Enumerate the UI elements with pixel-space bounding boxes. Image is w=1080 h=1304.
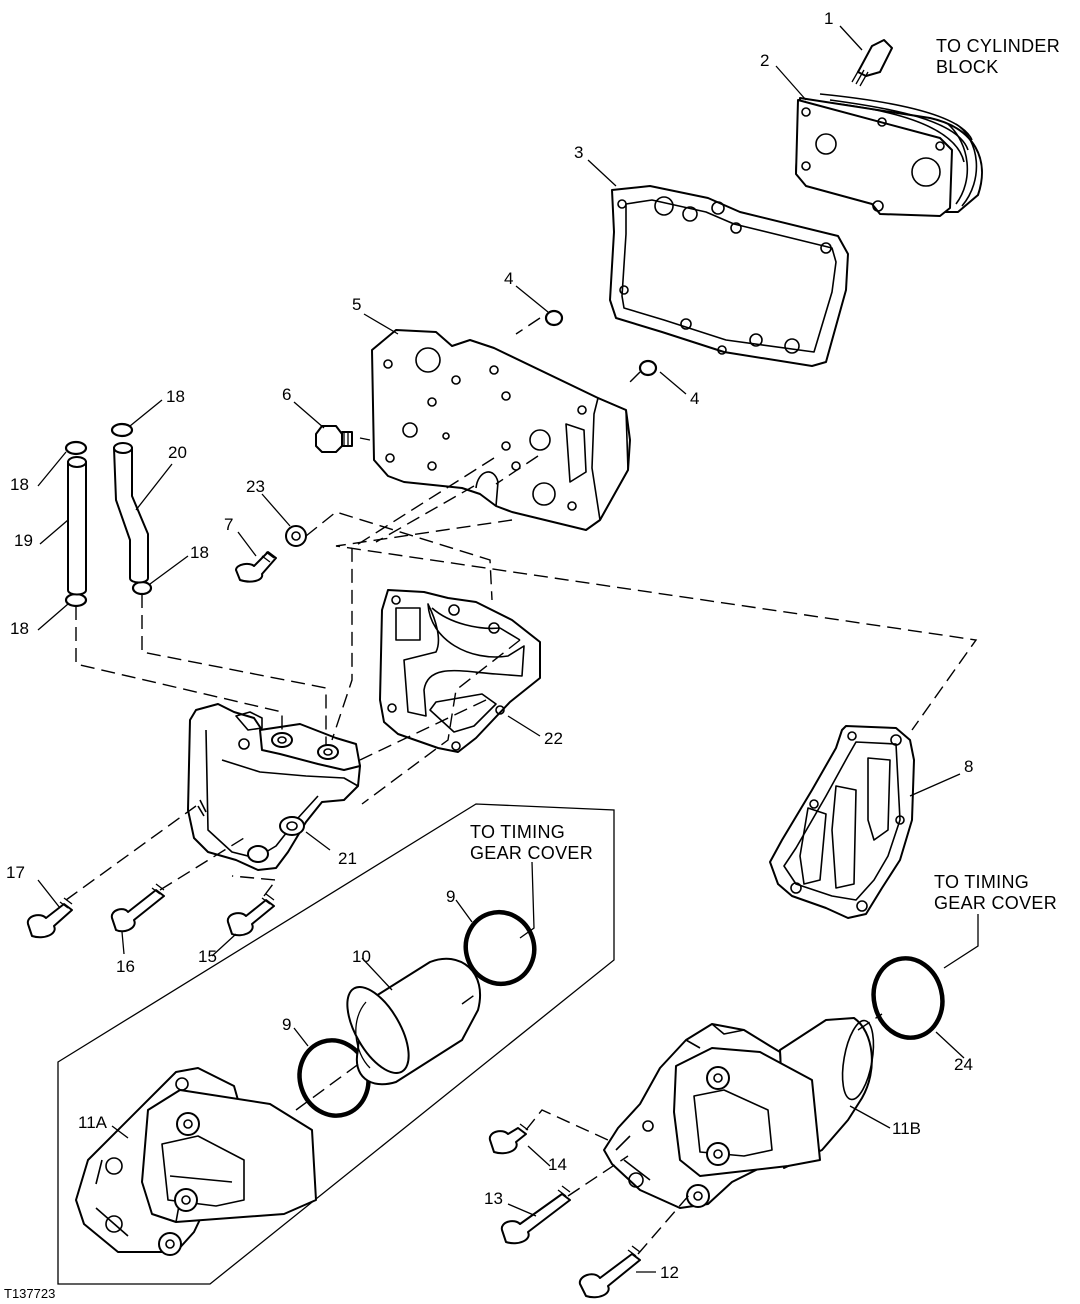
part-20-bent-tube (113, 442, 149, 584)
label-part-24: 24 (954, 1055, 973, 1074)
part-15-bolt (226, 893, 275, 937)
label-part-1: 1 (824, 9, 833, 28)
part-12-bolt (578, 1245, 641, 1299)
part-14-bolt (488, 1123, 529, 1155)
label-part-22: 22 (544, 729, 563, 748)
part-2-oil-cooler (795, 93, 983, 217)
label-part-18-top: 18 (166, 387, 185, 406)
label-part-20: 20 (168, 443, 187, 462)
label-part-10: 10 (352, 947, 371, 966)
label-part-2: 2 (760, 51, 769, 70)
part-5-housing-plate (371, 329, 631, 531)
part-16-bolt (110, 883, 165, 933)
callout-to-cylinder-block-line1: TO CYLINDER (936, 36, 1060, 56)
label-part-23: 23 (246, 477, 265, 496)
group-box-outline (57, 803, 615, 1285)
label-part-7: 7 (224, 515, 233, 534)
part-18-o-ring-a (110, 422, 134, 438)
part-7-bolt (235, 551, 277, 583)
part-3-gasket (609, 185, 849, 367)
label-part-5: 5 (352, 295, 361, 314)
label-part-11b: 11B (892, 1119, 921, 1138)
label-part-3: 3 (574, 143, 583, 162)
part-9-o-ring-upper (463, 909, 537, 987)
part-1-bolt (851, 39, 893, 87)
label-part-9-lower: 9 (282, 1015, 291, 1034)
part-18-o-ring-d (64, 592, 88, 608)
part-18-o-ring-c (131, 580, 153, 596)
callout-to-timing-gear-cover-right-line2: GEAR COVER (934, 893, 1057, 913)
label-part-11a: 11A (78, 1113, 108, 1132)
label-part-14: 14 (548, 1155, 567, 1174)
label-part-16: 16 (116, 957, 135, 976)
part-6-plug (315, 425, 353, 453)
label-part-8: 8 (964, 757, 973, 776)
label-part-18-right: 18 (190, 543, 209, 562)
label-part-18-left-lower: 18 (10, 619, 29, 638)
label-part-4-upper: 4 (504, 269, 513, 288)
label-part-9-upper: 9 (446, 887, 455, 906)
part-11b-filter-housing (603, 1017, 875, 1209)
part-11a-filter-housing (75, 1067, 317, 1256)
label-part-15: 15 (198, 947, 217, 966)
part-22-gasket (379, 589, 541, 753)
callout-to-timing-gear-cover-left-line2: GEAR COVER (470, 843, 593, 863)
part-21-adapter-bracket (187, 703, 361, 871)
callout-to-timing-gear-cover-left-line1: TO TIMING (470, 822, 565, 842)
part-10-filter-element (346, 957, 481, 1086)
part-19-tube (67, 456, 87, 596)
part-8-gasket (769, 725, 915, 919)
leader-lines (37, 25, 979, 1273)
part-17-bolt (26, 897, 73, 939)
label-part-18-left-upper: 18 (10, 475, 29, 494)
part-24-o-ring (871, 956, 945, 1040)
part-13-bolt (500, 1185, 571, 1245)
label-part-17: 17 (6, 863, 25, 882)
part-4-o-ring-upper (544, 309, 564, 327)
part-23-washer (285, 525, 307, 547)
label-part-6: 6 (282, 385, 291, 404)
figure-id: T137723 (4, 1286, 55, 1301)
label-part-4-lower: 4 (690, 389, 699, 408)
label-part-21: 21 (338, 849, 357, 868)
part-18-o-ring-b (64, 440, 88, 456)
label-part-13: 13 (484, 1189, 503, 1208)
alignment-lines (65, 317, 978, 1255)
callout-to-timing-gear-cover-right-line1: TO TIMING (934, 872, 1029, 892)
label-part-12: 12 (660, 1263, 679, 1282)
label-part-19: 19 (14, 531, 33, 550)
callout-to-cylinder-block-line2: BLOCK (936, 57, 999, 77)
part-4-o-ring-lower (638, 359, 658, 377)
